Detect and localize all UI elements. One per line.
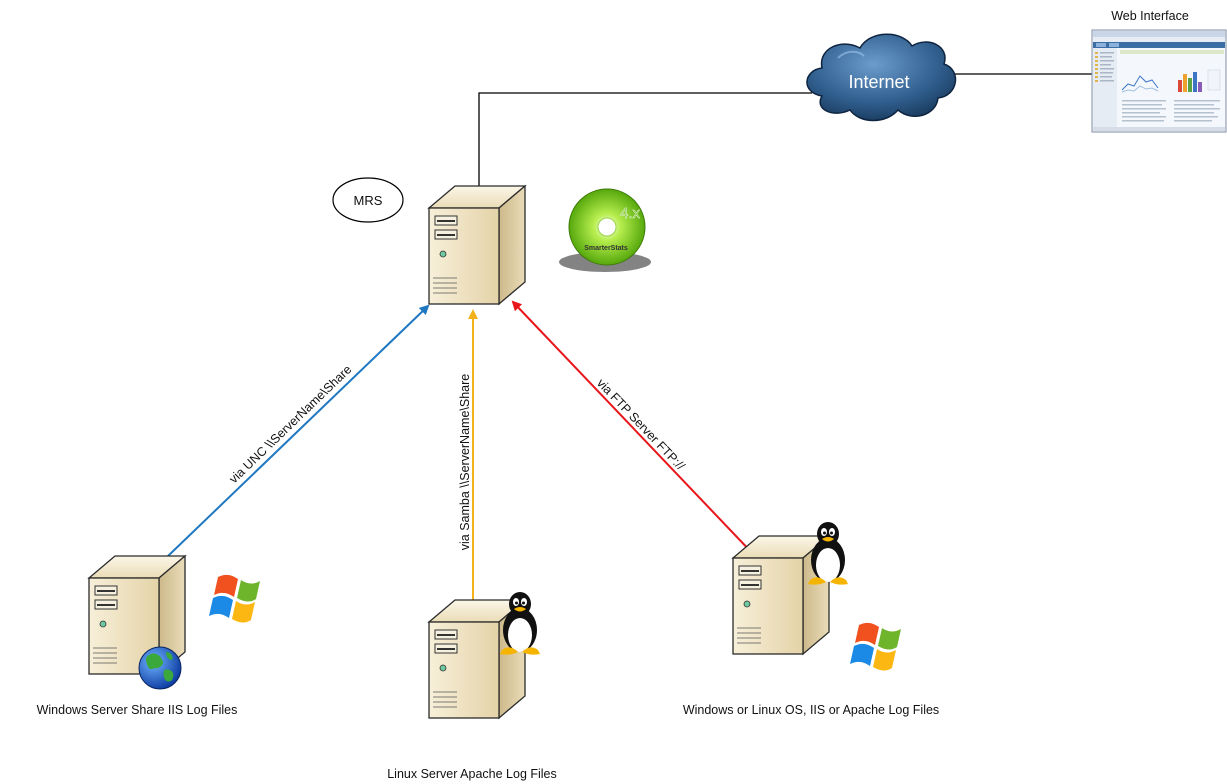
- mrs-badge: MRS: [332, 177, 404, 223]
- unc-connection-label: via UNC \\ServerName\Share: [227, 362, 355, 486]
- ftp-connection: [511, 300, 756, 557]
- internet-cloud-icon: Internet: [806, 33, 957, 122]
- web-interface-label: Web Interface: [1111, 9, 1189, 23]
- mixed-server-label: Windows or Linux OS, IIS or Apache Log F…: [683, 703, 939, 717]
- smarterstats-cd-icon: 4.x SmarterStats: [559, 188, 651, 272]
- windows-logo-icon: [209, 574, 260, 623]
- unc-connection: [167, 304, 430, 557]
- mrs-server-icon: [428, 185, 526, 305]
- windows-server-label: Windows Server Share IIS Log Files: [37, 703, 238, 717]
- mixed-windows-logo-icon: [850, 622, 901, 671]
- internet-label: Internet: [848, 72, 909, 92]
- web-interface-screenshot: [1091, 29, 1227, 133]
- mrs-internet-link: [478, 92, 812, 198]
- linux-server-label: Linux Server Apache Log Files: [387, 767, 557, 781]
- globe-icon: [138, 646, 182, 690]
- samba-connection-label: via Samba \\ServerName\Share: [458, 374, 472, 551]
- ftp-connection-label: via FTP Server FTP://: [594, 376, 688, 473]
- cd-version-label: 4.x: [620, 205, 641, 222]
- mrs-label: MRS: [354, 193, 383, 208]
- cd-brand-label: SmarterStats: [584, 245, 628, 252]
